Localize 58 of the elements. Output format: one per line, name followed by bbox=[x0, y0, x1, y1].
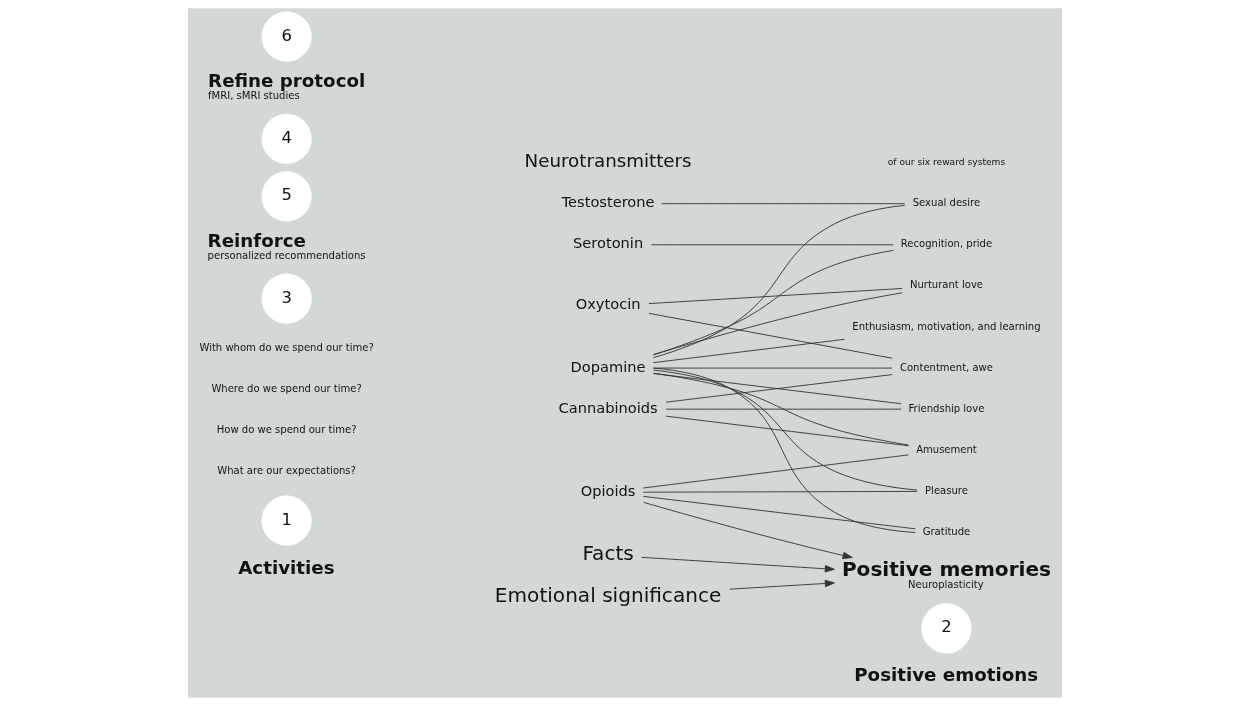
connector bbox=[652, 249, 894, 356]
label: How do we spend our time? bbox=[216, 423, 357, 435]
node-text: Pleasure bbox=[925, 484, 968, 496]
node-circle: 3 bbox=[261, 273, 312, 324]
connector bbox=[648, 288, 903, 305]
connector bbox=[643, 490, 918, 493]
node-text: Positive memories Neuroplasticity bbox=[841, 557, 1052, 591]
connector bbox=[665, 408, 902, 410]
connector bbox=[653, 204, 906, 359]
connector bbox=[665, 374, 893, 403]
arrow bbox=[643, 501, 853, 560]
node-text: Nurturant love bbox=[909, 279, 983, 291]
node-text: Gratitude bbox=[922, 526, 971, 538]
connector bbox=[643, 454, 909, 489]
node-label: Positive emotions bbox=[854, 664, 1039, 686]
node-text: Sexual desire bbox=[912, 197, 981, 209]
node-label: personalized recommendations bbox=[207, 249, 366, 261]
node-text: Dopamine bbox=[570, 357, 646, 375]
node-label: Refine protocol bbox=[208, 70, 366, 92]
node-text: Oxytocin bbox=[575, 295, 641, 313]
node-text: Amusement bbox=[916, 443, 977, 455]
label: Where do we spend our time? bbox=[211, 382, 362, 394]
node-label: Activities bbox=[238, 556, 335, 578]
connector bbox=[653, 372, 909, 446]
label: Neurotransmitters bbox=[524, 150, 692, 172]
connector bbox=[652, 338, 845, 364]
label: of our six reward systems bbox=[887, 156, 1006, 167]
node-label: Reinforce bbox=[207, 230, 306, 252]
connector bbox=[650, 244, 894, 246]
node-text: Recognition, pride bbox=[900, 238, 993, 250]
node-text: Cannabinoids bbox=[558, 398, 658, 416]
node-text: Serotonin bbox=[573, 234, 644, 252]
node-text: Contentment, awe bbox=[899, 361, 993, 373]
node-text: Emotional significance bbox=[494, 582, 722, 607]
node-label: fMRI, sMRI studies bbox=[208, 89, 300, 101]
node-text: Facts bbox=[582, 541, 634, 566]
arrow bbox=[641, 556, 835, 573]
connector bbox=[665, 415, 909, 447]
node-circle: 4 bbox=[261, 113, 312, 164]
connector bbox=[652, 367, 893, 369]
node-circle: 5 bbox=[261, 171, 312, 222]
connector bbox=[652, 373, 902, 405]
connector bbox=[653, 369, 918, 491]
node-text: Testosterone bbox=[561, 193, 655, 211]
node-text: Friendship love bbox=[908, 402, 985, 414]
label: With whom do we spend our time? bbox=[199, 341, 374, 353]
node-text: Opioids bbox=[580, 481, 636, 499]
node-circle: 2 bbox=[921, 603, 972, 654]
connector bbox=[653, 367, 916, 533]
label: What are our expectations? bbox=[217, 464, 356, 476]
connector bbox=[661, 203, 906, 205]
node-circle: 6 bbox=[261, 11, 312, 62]
connector bbox=[653, 292, 903, 355]
node-circle: 1 bbox=[261, 495, 312, 546]
arrow bbox=[729, 579, 835, 590]
connector bbox=[643, 495, 916, 530]
node-text: Enthusiasm, motivation, and learning bbox=[852, 320, 1041, 332]
connector bbox=[648, 312, 893, 359]
